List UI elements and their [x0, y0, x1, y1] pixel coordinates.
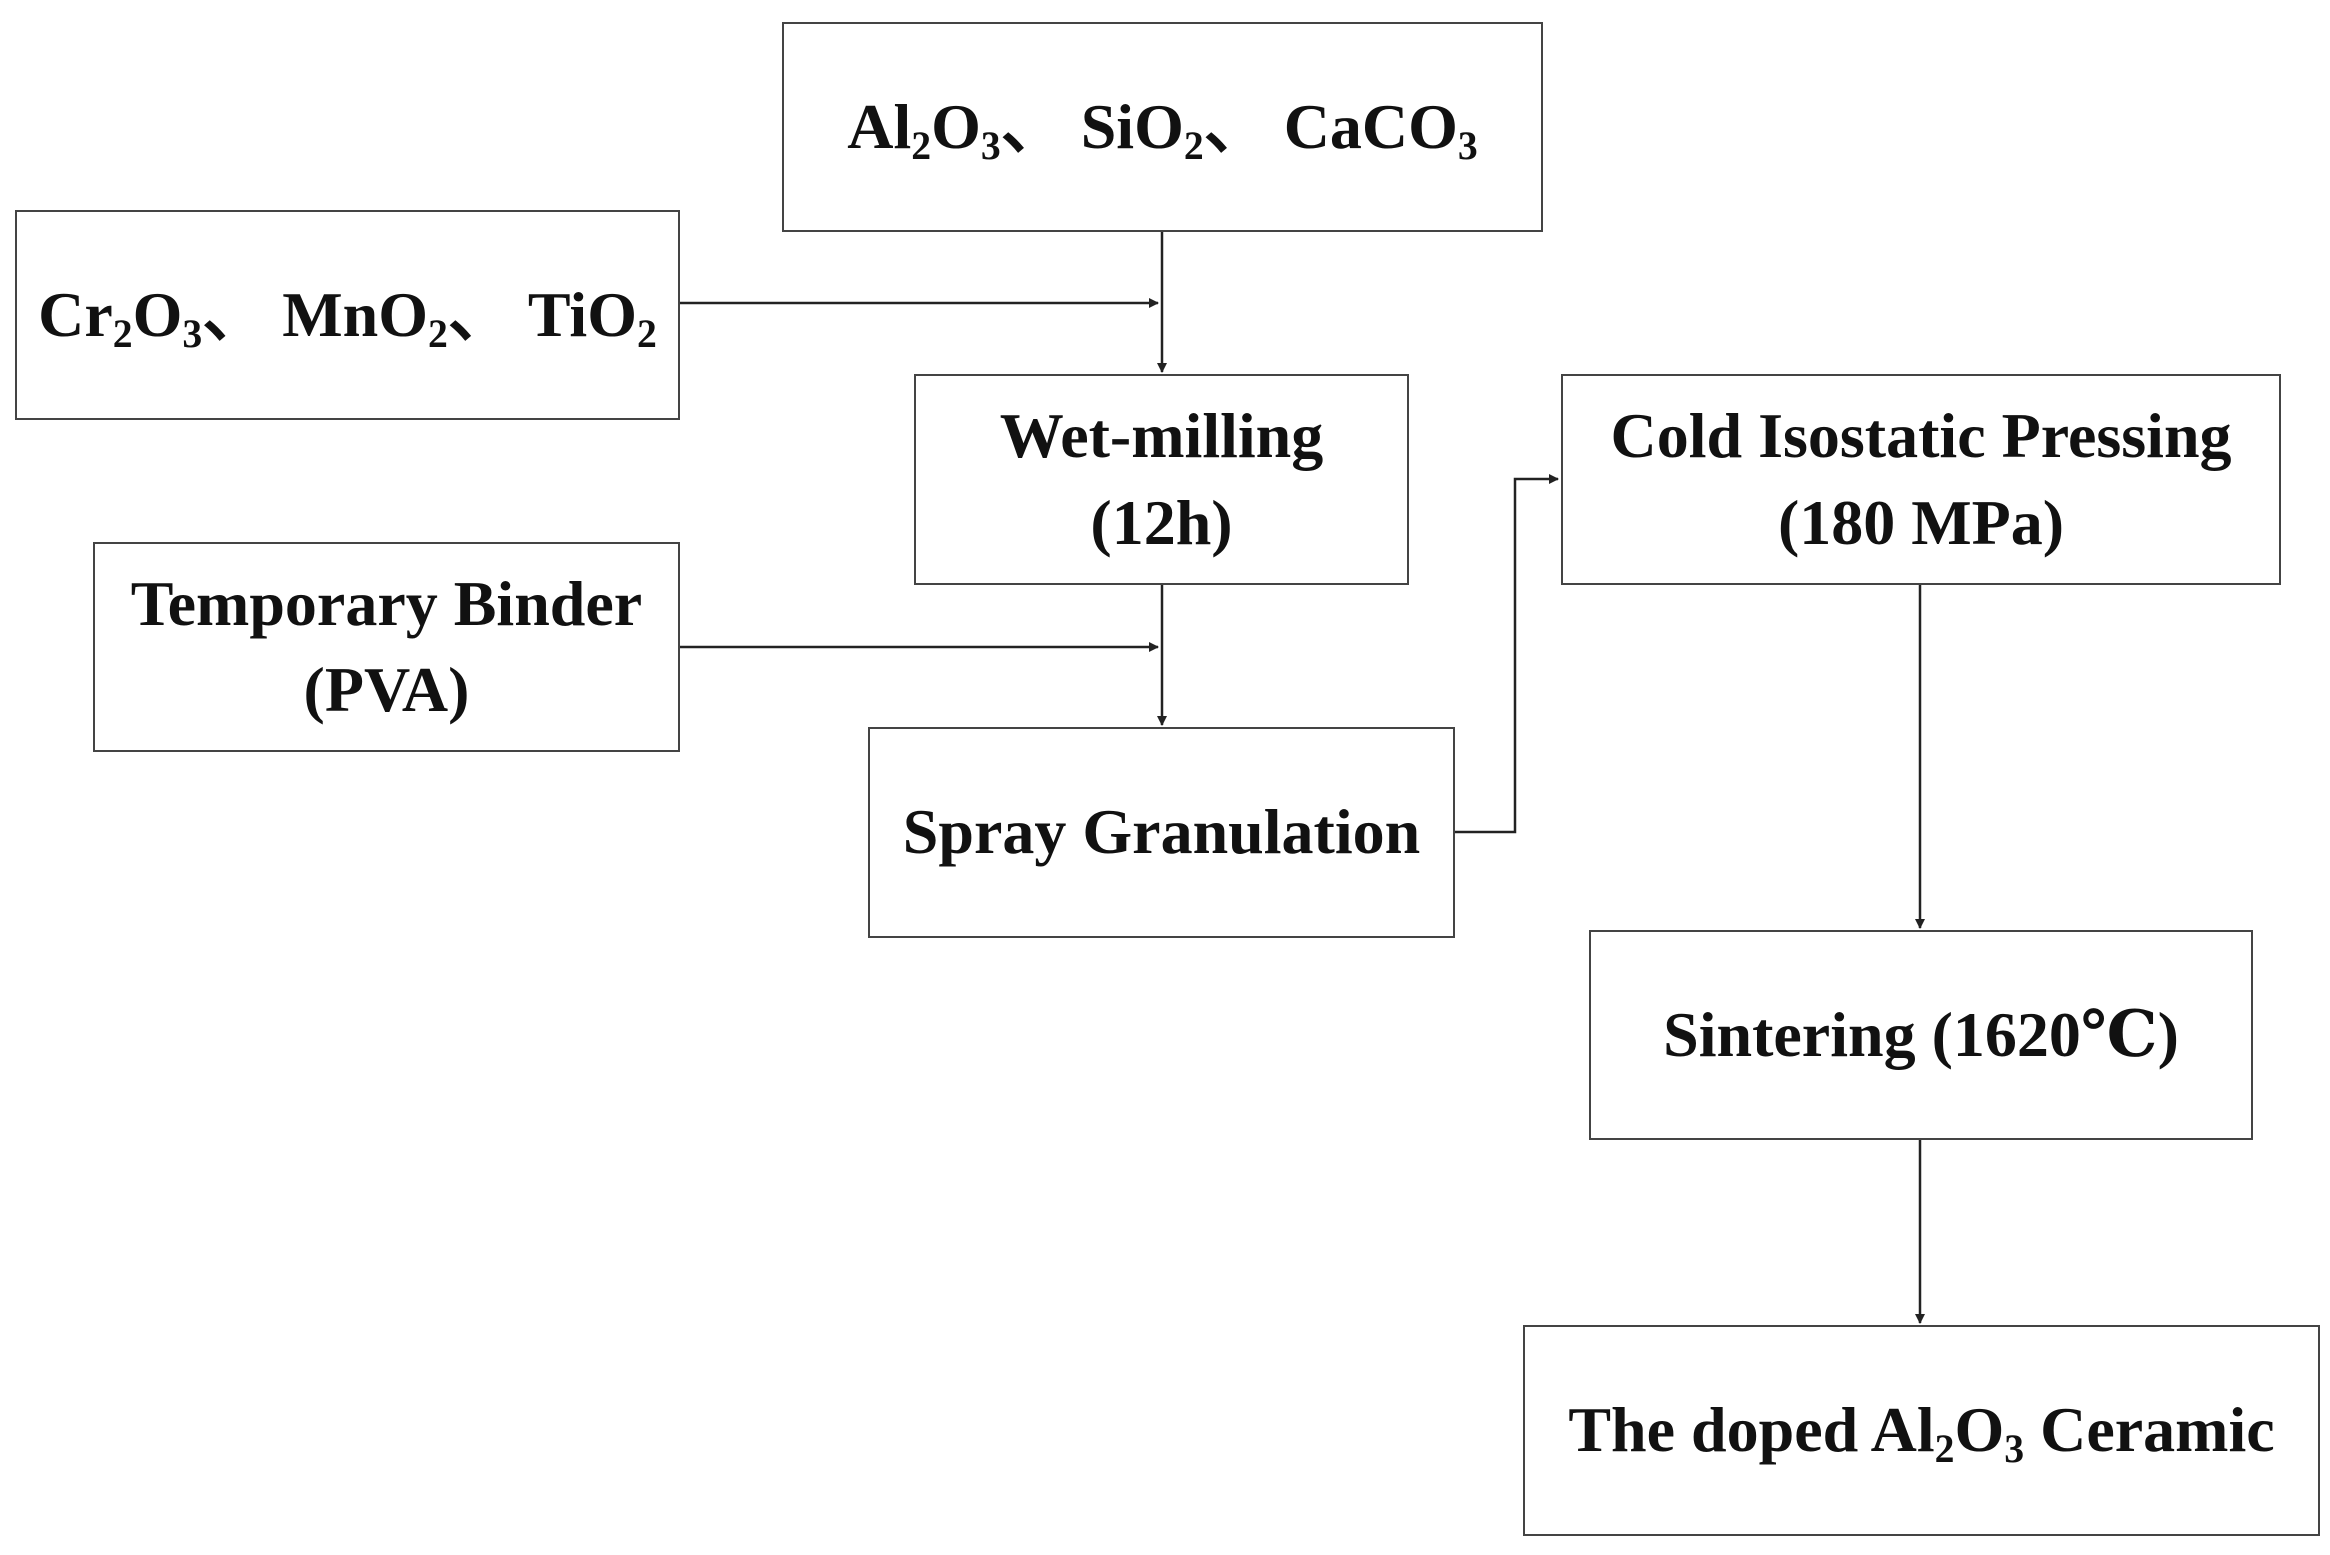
dopants-label: Cr2O3、 MnO2、 TiO2	[38, 278, 657, 356]
final-product-label: The doped Al2O3 Ceramic	[1568, 1394, 2275, 1472]
raw-materials-box: Al2O3、 SiO2、 CaCO3	[782, 22, 1543, 232]
subscript: 3	[182, 311, 203, 356]
subscript: 2	[911, 123, 932, 168]
subscript: 3	[2004, 1427, 2025, 1472]
wet-milling-box: Wet-milling (12h)	[914, 374, 1409, 585]
spray-granulation-box: Spray Granulation	[868, 727, 1455, 938]
wet-milling-label: Wet-milling	[999, 400, 1324, 472]
subscript: 3	[1457, 123, 1478, 168]
sintering-label: Sintering (1620℃)	[1663, 998, 2179, 1070]
cold-isostatic-pressing-box: Cold Isostatic Pressing (180 MPa)	[1561, 374, 2281, 585]
binder-type: (PVA)	[303, 654, 470, 725]
subscript: 2	[428, 311, 448, 356]
subscript: 3	[980, 123, 1001, 168]
edge-spray-to-cip	[1455, 474, 1559, 834]
subscript: 2	[1934, 1427, 1955, 1472]
cip-pressure: (180 MPa)	[1777, 486, 2065, 558]
binder-label: Temporary Binder	[130, 567, 643, 639]
binder-box: Temporary Binder (PVA)	[93, 542, 680, 752]
subscript: 2	[1183, 123, 1204, 168]
raw-materials-label: Al2O3、 SiO2、 CaCO3	[847, 90, 1478, 168]
subscript: 2	[112, 311, 133, 356]
subscript: 2	[636, 311, 657, 356]
sintering-box: Sintering (1620℃)	[1589, 930, 2253, 1140]
cip-label: Cold Isostatic Pressing	[1610, 400, 2232, 472]
spray-granulation-label: Spray Granulation	[902, 796, 1421, 868]
wet-milling-duration: (12h)	[1090, 486, 1233, 558]
dopants-box: Cr2O3、 MnO2、 TiO2	[15, 210, 680, 420]
final-product-box: The doped Al2O3 Ceramic	[1523, 1325, 2320, 1536]
